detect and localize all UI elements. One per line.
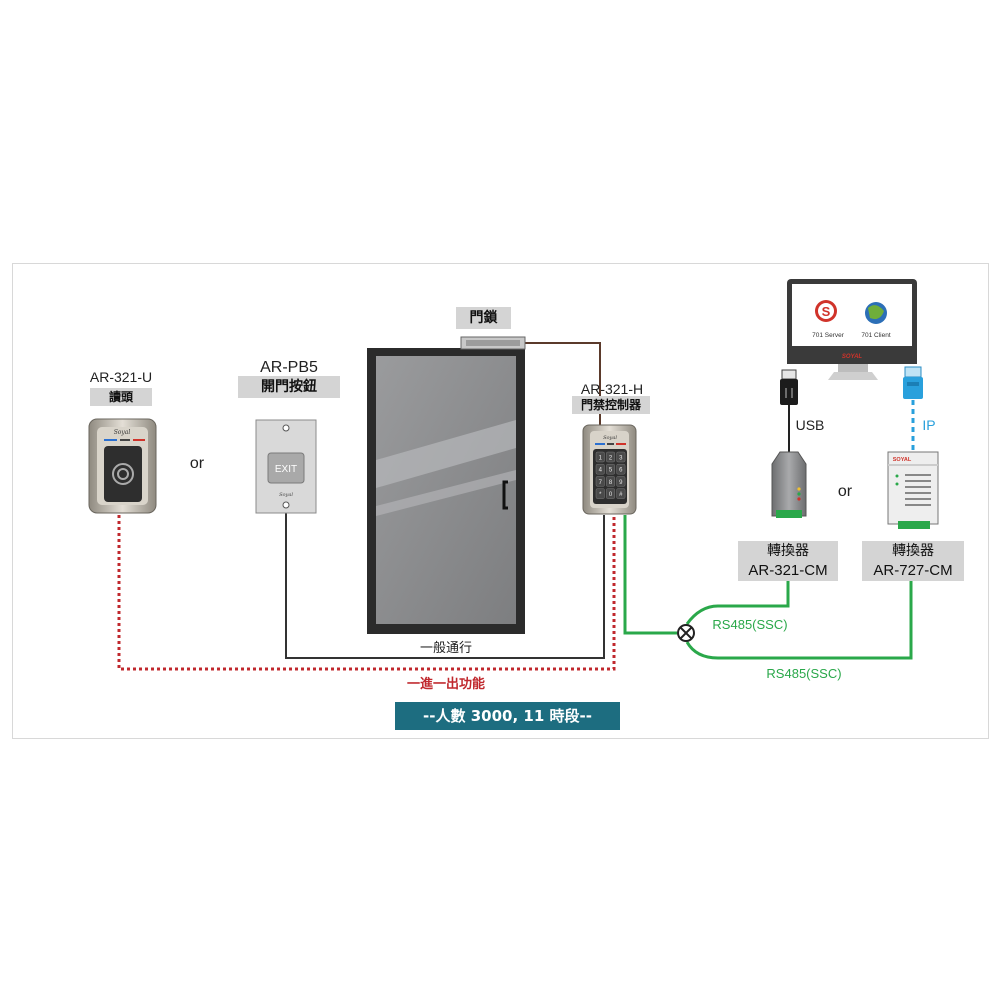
door-lock — [460, 336, 526, 350]
converter-ip-brand: SOYAL — [893, 457, 912, 463]
or-label-left: or — [190, 455, 205, 472]
reader-device — [88, 418, 157, 514]
keypad-key-label: # — [619, 492, 623, 498]
keypad-key — [606, 488, 616, 499]
rs485-label-top: RS485(SSC) — [712, 617, 787, 632]
keypad-key-label: 6 — [619, 468, 623, 474]
keypad-key — [606, 463, 616, 475]
keypad-key-label: 2 — [609, 456, 613, 462]
keypad-key — [595, 451, 605, 463]
monitor — [787, 279, 917, 380]
exit-button-device — [255, 419, 317, 514]
keypad-key — [606, 451, 616, 463]
keypad-key — [595, 488, 605, 499]
keypad-key-label: 5 — [609, 468, 613, 474]
ethernet-plug-icon — [903, 366, 923, 399]
capacity-banner: --人數 3000, 11 時段-- — [395, 702, 620, 730]
general-pass-wire — [285, 512, 605, 659]
exit-button-brand: Soyal — [279, 492, 293, 498]
converter-ip-device — [887, 451, 939, 529]
controller-brand: Soyal — [603, 435, 617, 441]
rs485-wire-top — [685, 580, 790, 625]
keypad-key-label: * — [599, 492, 602, 498]
converter-ip-name-tag: 轉換器 — [862, 541, 964, 561]
rs485-wire-bottom — [685, 580, 913, 660]
reader-brand: Soyal — [114, 429, 131, 436]
keypad-key-label: 4 — [599, 468, 603, 474]
lock-name-tag: 門鎖 — [456, 307, 511, 329]
exit-button-name-tag: 開門按鈕 — [238, 376, 340, 398]
keypad-key — [606, 476, 616, 487]
exit-button-model-label: AR-PB5 — [260, 359, 318, 376]
keypad-key — [616, 488, 626, 499]
rs485-label-bottom: RS485(SSC) — [766, 666, 841, 681]
server-glyph: S — [822, 304, 831, 319]
keypad-key — [616, 463, 626, 475]
converter-usb-model-tag: AR-321-CM — [738, 561, 838, 581]
keypad-key — [616, 476, 626, 487]
door — [367, 348, 525, 634]
keypad-key-label: 1 — [599, 456, 603, 462]
keypad-key-label: 8 — [609, 480, 613, 486]
keypad-key — [616, 451, 626, 463]
controller-name-tag: 門禁控制器 — [572, 396, 650, 414]
converter-ip-model-tag: AR-727-CM — [862, 561, 964, 581]
keypad-key — [595, 476, 605, 487]
rs485-wire-controller — [623, 515, 677, 635]
monitor-brand: SOYAL — [842, 354, 863, 360]
anti-passback-label: 一進一出功能 — [407, 676, 485, 692]
general-pass-label: 一般通行 — [420, 640, 472, 656]
server-label: 701 Server — [812, 332, 845, 339]
anti-passback-wire — [117, 515, 616, 671]
usb-plug-icon — [780, 369, 798, 405]
exit-button-face: EXIT — [275, 464, 297, 475]
client-label: 701 Client — [861, 332, 890, 339]
controller-model-label: AR-321-H — [581, 381, 643, 397]
reader-model-label: AR-321-U — [90, 369, 152, 385]
keypad-key-label: 0 — [609, 492, 613, 498]
ip-label: IP — [922, 417, 935, 433]
usb-label: USB — [796, 417, 825, 433]
converter-usb-name-tag: 轉換器 — [738, 541, 838, 561]
keypad-key — [595, 463, 605, 475]
keypad-key-label: 9 — [619, 480, 623, 486]
converter-usb-device — [771, 451, 807, 518]
reader-name-tag: 讀頭 — [90, 388, 152, 406]
keypad-key-label: 3 — [619, 456, 623, 462]
keypad-key-label: 7 — [599, 480, 603, 486]
or-label-right: or — [838, 483, 853, 500]
rs485-junction — [677, 624, 695, 642]
